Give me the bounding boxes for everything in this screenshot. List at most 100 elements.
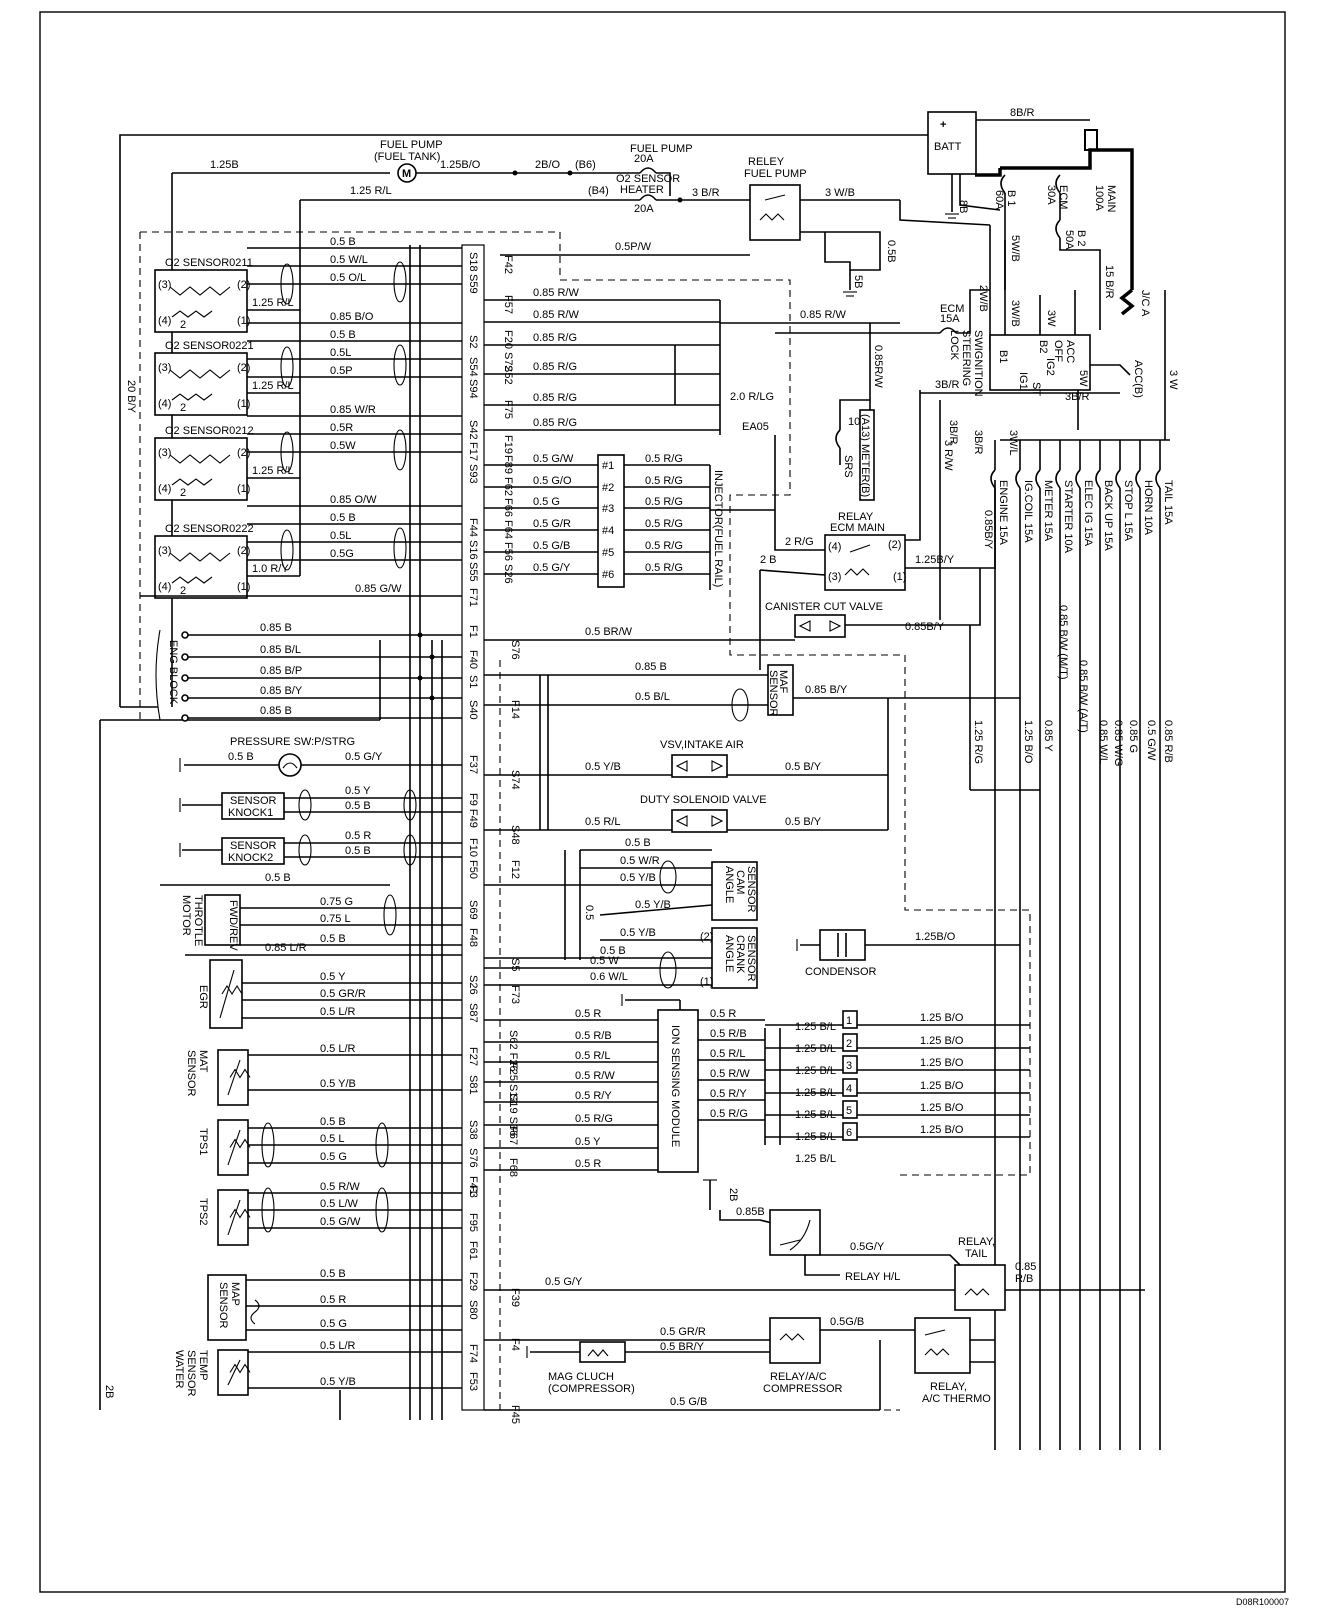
pin-label: F44 <box>467 518 479 537</box>
wire-label: 0.5G/Y <box>850 1241 885 1253</box>
wire-label: 1.25 B/L <box>795 1153 836 1165</box>
wire-label: 0.85 R/G <box>533 417 577 429</box>
wire-label: 3B/R <box>1065 391 1090 403</box>
wire-label: 0.5 R/W <box>575 1070 615 1082</box>
wire-label: 0.5 G/Y <box>545 1276 583 1288</box>
wire-label: 1.0 R/Y <box>252 563 289 575</box>
wire-label: 0.5L <box>330 530 351 542</box>
sensor-label: MAP <box>229 1282 241 1306</box>
fuse-label: IG.COIL 15A <box>1022 480 1034 543</box>
sensor-label: SENSOR <box>185 1050 197 1097</box>
fuse-amp-label: 20A <box>634 153 654 165</box>
ignition-coil <box>842 1122 858 1141</box>
wire-label: 0.5 R/G <box>645 518 683 530</box>
wire-label: 0.5 Y/B <box>620 927 656 939</box>
pin-label: F74 <box>467 1344 479 1363</box>
wire-label: 20 B/Y <box>125 380 137 414</box>
pin-label: F40 <box>467 650 479 669</box>
variable-arrow-icon <box>227 1059 241 1096</box>
wire-label: 3B/R <box>935 379 960 391</box>
relay-label: RELAY H/L <box>845 1271 900 1283</box>
fuse-icon <box>990 469 996 489</box>
pin-label: F89 <box>502 455 514 474</box>
wire-label: 0.5 B <box>320 933 346 945</box>
component-label: MAG CLUCH <box>548 1371 614 1383</box>
o2-sensor-body <box>154 437 248 501</box>
o2-heater-icon <box>171 310 213 318</box>
diagram-code: D08R100007 <box>1236 1597 1289 1607</box>
sensor-pin: (1) <box>237 315 250 327</box>
wire-label: 0.5 W/L <box>330 254 368 266</box>
ground-terminal-icon <box>181 653 189 661</box>
wire-label: 0.5 Y/B <box>320 1376 356 1388</box>
mat-sensor <box>217 1049 249 1106</box>
wire-label: 0.85B <box>736 1206 765 1218</box>
condensor <box>819 929 866 961</box>
wire-label: 3B/R <box>947 420 959 445</box>
wire-label: 1.25B/Y <box>915 554 955 566</box>
pin-label: S52 <box>502 365 514 385</box>
sensor-pin: 2 <box>180 319 186 331</box>
wire-label: 1.25 B/L <box>795 1021 836 1033</box>
wire-label: 0.85 R/G <box>533 332 577 344</box>
pin-label: F45 <box>509 1405 521 1424</box>
shield-icon <box>261 1122 275 1168</box>
wire-label: 3 W/B <box>825 187 855 199</box>
sensor-pin: (2) <box>237 279 250 291</box>
ignition-coil <box>842 1055 858 1074</box>
sensor-pin: (1) <box>237 398 250 410</box>
injector-id: #6 <box>602 569 614 581</box>
fuse-amp-label: 100A <box>1093 185 1105 211</box>
switch-label: STEERING <box>960 330 972 386</box>
o2-element-icon <box>169 454 231 464</box>
resistor-icon <box>229 1068 251 1079</box>
valve-label: DUTY SOLENOID VALVE <box>640 794 767 806</box>
pin-label: F10 F50 <box>467 838 479 879</box>
sensors-mid: MAF SENSOR 0.85 B 0.5 B/L 0.85 B/Y F14 P… <box>179 661 1020 845</box>
wire-label: 0.5 R/L <box>710 1048 745 1060</box>
shield-icon <box>375 1187 389 1233</box>
wire-label: 0.5P <box>330 365 353 377</box>
wire-label: 0.5 L/R <box>320 1006 356 1018</box>
wire-label: 0.85 B <box>635 661 667 673</box>
pin-label: S69 <box>467 900 479 920</box>
bracket <box>155 629 161 721</box>
junction-dot <box>429 654 435 660</box>
wire-label: 0.5G/B <box>830 1316 864 1328</box>
resistor-icon <box>229 1138 251 1149</box>
coil-id: 6 <box>846 1127 852 1139</box>
wire-label: 1.25B/O <box>440 159 481 171</box>
connector-label: (B4) <box>588 185 609 197</box>
fuse-label: O2 SENSOR <box>616 173 680 185</box>
relay-label: RELAY, <box>958 1236 995 1248</box>
wire-label: 0.5 B <box>345 845 371 857</box>
wire-label: 0.5 R <box>710 1008 736 1020</box>
wire-label: 0.5 G/W <box>533 453 574 465</box>
relay-fuel-pump <box>749 184 801 241</box>
wire-label: 1.25 R/L <box>252 297 294 309</box>
wire-label: 0.5 G <box>320 1151 347 1163</box>
wire-label: 0.5 BR/Y <box>660 1341 705 1353</box>
fuse-fuel-pump-icon <box>639 167 657 174</box>
pin-label: S38 <box>467 1120 479 1140</box>
injector-block <box>597 454 625 588</box>
sensor-pin: (3) <box>158 545 171 557</box>
outer-frame <box>39 11 1286 1593</box>
sensor-pin: (2) <box>237 362 250 374</box>
sensor-label: KNOCK2 <box>228 852 273 864</box>
duty-solenoid-valve <box>671 809 728 833</box>
o2-sensor-body <box>154 269 248 333</box>
pin-label: S1 <box>467 675 479 688</box>
wire-label: 0.85 B/W (M/T) <box>1057 605 1069 680</box>
sensor-label: TPS2 <box>197 1198 209 1226</box>
pin-label: F66 <box>502 498 514 517</box>
knock-sensor <box>221 792 285 820</box>
pin-label: S81 <box>467 1075 479 1095</box>
wire-label: 2B <box>727 1188 739 1201</box>
wire-label: 0.5 W <box>590 955 619 967</box>
wire-label: EA05 <box>742 421 769 433</box>
sensor-pin: (3) <box>158 362 171 374</box>
